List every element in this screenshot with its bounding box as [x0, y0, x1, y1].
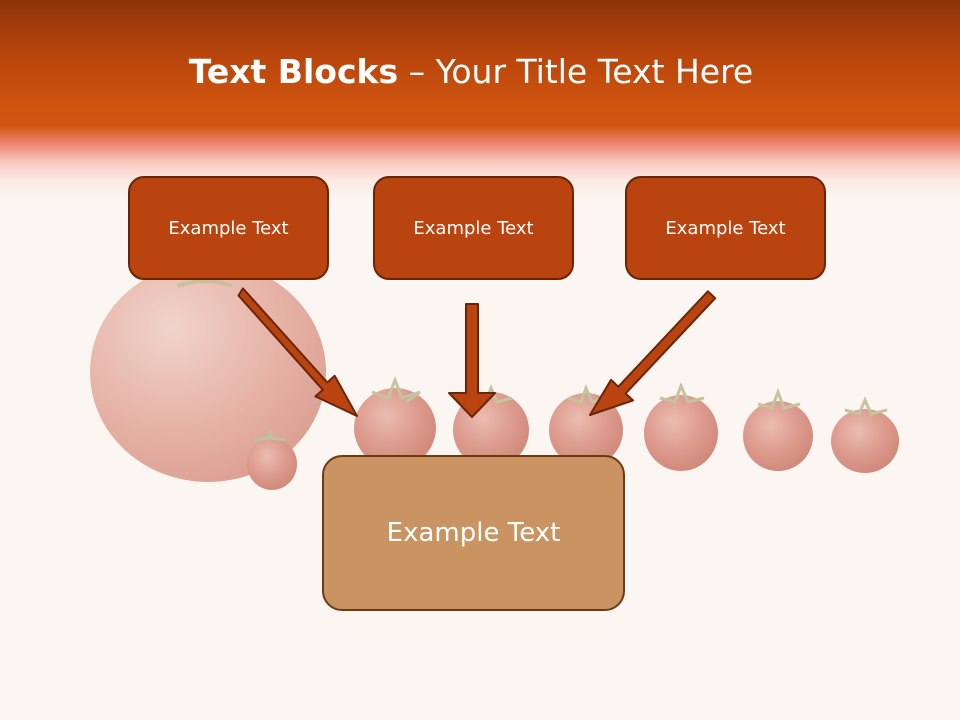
tomato-icon	[247, 430, 297, 490]
text-block-label: Example Text	[665, 217, 786, 239]
title-band	[0, 0, 960, 200]
title-bold: Text Blocks	[188, 52, 399, 91]
tomato-icon	[831, 396, 899, 473]
tomato-icon	[354, 375, 436, 468]
slide-title: Text Blocks – Your Title Text Here	[0, 52, 942, 91]
tomato-icon	[743, 387, 813, 471]
text-block-2: Example Text	[373, 176, 574, 280]
text-block-1: Example Text	[128, 176, 329, 280]
arrow-middle	[448, 303, 496, 418]
text-block-label: Example Text	[413, 217, 534, 239]
text-block-label: Example Text	[168, 217, 289, 239]
tomato-icon	[644, 382, 718, 471]
tomato-icon	[549, 383, 623, 467]
target-block: Example Text	[322, 455, 625, 611]
text-block-3: Example Text	[625, 176, 826, 280]
title-separator: –	[398, 52, 436, 91]
title-rest: Your Title Text Here	[435, 52, 754, 91]
target-block-label: Example Text	[386, 518, 561, 548]
arrow-left	[237, 287, 358, 417]
arrow-right	[589, 290, 717, 416]
